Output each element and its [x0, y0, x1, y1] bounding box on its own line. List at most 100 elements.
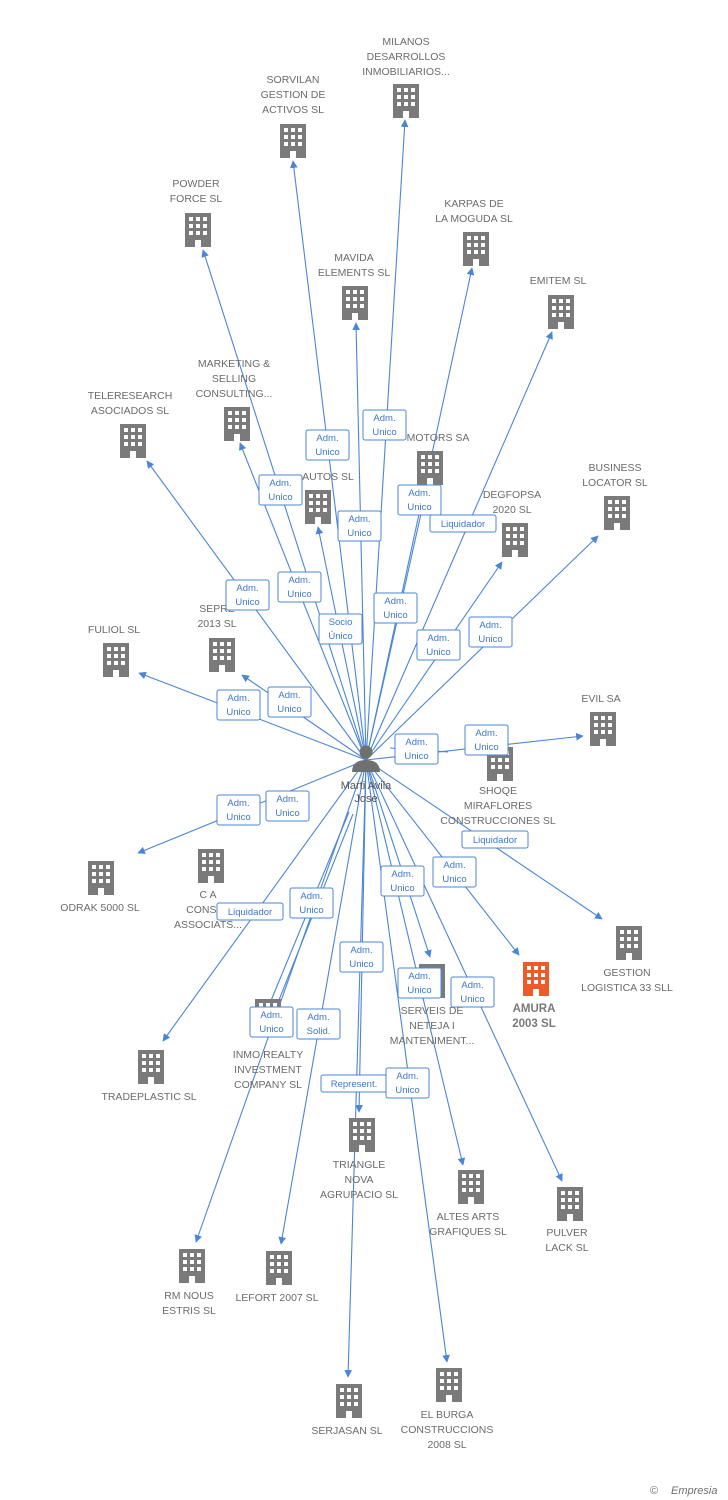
- edge-to-elburga: [365, 759, 450, 1363]
- relation-tag-label: Adm.: [475, 728, 497, 739]
- relation-tag[interactable]: Represent.: [320, 1074, 388, 1093]
- relation-tag[interactable]: Adm.Solid.: [296, 1008, 341, 1040]
- relation-tag[interactable]: Adm.Unico: [464, 724, 509, 756]
- building-icon: [280, 124, 306, 158]
- relation-tag[interactable]: Adm.Unico: [337, 510, 382, 542]
- relation-tag[interactable]: Adm.Unico: [397, 484, 442, 516]
- relation-tag[interactable]: Adm.Unico: [265, 790, 310, 822]
- relation-tag[interactable]: Liquidador: [429, 514, 497, 533]
- relation-tag[interactable]: Adm.Unico: [397, 967, 442, 999]
- relation-tag[interactable]: Adm.Unico: [362, 409, 407, 441]
- edge-to-serveis: [365, 759, 432, 958]
- company-label-line: GESTION DE: [261, 89, 326, 101]
- company-label-line: 2008 SL: [427, 1439, 466, 1451]
- building-icon: [88, 861, 114, 895]
- company-label-line: COMPANY SL: [234, 1079, 302, 1091]
- company-label-line: ALTES ARTS: [437, 1211, 500, 1223]
- relation-tag-box: [216, 794, 261, 826]
- edge-to-altes: [365, 759, 466, 1166]
- relation-tag[interactable]: Adm.Unico: [289, 887, 334, 919]
- company-node-odrak[interactable]: ODRAK 5000 SL: [60, 861, 140, 914]
- relation-tag-label: Unico: [235, 597, 259, 608]
- building-icon: [436, 1368, 462, 1402]
- edge-to-lefort: [278, 759, 367, 1245]
- company-label-line: SORVILAN: [267, 74, 320, 86]
- relation-tag[interactable]: Adm.Unico: [432, 856, 477, 888]
- relation-tag[interactable]: Adm.Unico: [450, 976, 495, 1008]
- company-label-line: GESTION: [603, 967, 650, 979]
- relation-tag-label: Represent.: [331, 1079, 377, 1090]
- company-node-motors[interactable]: MOTORS SA: [407, 432, 470, 485]
- relation-tag[interactable]: Adm.Unico: [305, 429, 350, 461]
- relation-tag-box: [380, 865, 425, 897]
- relation-tag-label: Unico: [287, 589, 311, 600]
- company-node-fuliol[interactable]: FULIOL SL: [88, 624, 140, 677]
- company-label-line: INVESTMENT: [234, 1064, 302, 1076]
- relation-tag[interactable]: Adm.Unico: [380, 865, 425, 897]
- relation-tag[interactable]: Adm.Unico: [394, 733, 439, 765]
- relation-tag[interactable]: Liquidador: [216, 902, 284, 921]
- relation-tag-box: [258, 474, 303, 506]
- relation-tag[interactable]: Adm.Unico: [339, 941, 384, 973]
- relation-tag[interactable]: Adm.Unico: [216, 794, 261, 826]
- building-icon: [336, 1384, 362, 1418]
- relation-tag-label: Adm.: [236, 583, 258, 594]
- company-label-line: MARKETING &: [198, 358, 270, 370]
- company-label-line: NOVA: [345, 1174, 374, 1186]
- company-node-milanos[interactable]: MILANOSDESARROLLOSINMOBILIARIOS...: [362, 36, 450, 118]
- relation-tag[interactable]: Adm.Unico: [216, 689, 261, 721]
- relation-tag[interactable]: Adm.Unico: [267, 686, 312, 718]
- relation-tag-label: Adm.: [408, 971, 430, 982]
- relation-tag[interactable]: Adm. Unico: [225, 579, 270, 611]
- company-node-autos[interactable]: AUTOS SL: [302, 471, 354, 524]
- company-node-marketing[interactable]: MARKETING &SELLINGCONSULTING...: [196, 358, 273, 441]
- relation-tag[interactable]: Adm.Unico: [277, 571, 322, 603]
- relation-tag[interactable]: Adm.Unico: [468, 616, 513, 648]
- relation-tag-label: Adm.: [278, 690, 300, 701]
- company-node-tradeplastic[interactable]: TRADEPLASTIC SL: [101, 1050, 197, 1103]
- relation-tag-box: [305, 429, 350, 461]
- building-icon: [616, 926, 642, 960]
- relation-tag[interactable]: Adm.Unico: [373, 592, 418, 624]
- company-label-line: TRADEPLASTIC SL: [101, 1091, 196, 1103]
- relation-tag-label: Adm.: [260, 1010, 282, 1021]
- relation-tag-box: [339, 941, 384, 973]
- relation-tag[interactable]: Adm.Unico: [249, 1006, 294, 1038]
- company-node-evil[interactable]: EVIL SA: [581, 693, 621, 746]
- building-icon: [342, 286, 368, 320]
- relation-tag-box: [216, 689, 261, 721]
- company-label-line: EVIL SA: [581, 693, 620, 705]
- relation-tag[interactable]: Adm.Unico: [385, 1067, 430, 1099]
- edge-to-degfopsa: [365, 561, 503, 761]
- relation-tag[interactable]: Adm.Unico: [416, 629, 461, 661]
- building-icon: [103, 643, 129, 677]
- building-icon: [120, 424, 146, 458]
- company-node-serjasan[interactable]: SERJASAN SL: [311, 1384, 383, 1437]
- company-node-emitem[interactable]: EMITEM SL: [530, 275, 587, 329]
- company-label-line: 2020 SL: [492, 504, 531, 516]
- relation-tag-label: Adm.: [373, 413, 395, 424]
- company-node-lefort[interactable]: LEFORT 2007 SL: [235, 1251, 319, 1304]
- relation-tag[interactable]: Adm.Unico: [258, 474, 303, 506]
- relation-tag[interactable]: Liquidador: [461, 830, 529, 849]
